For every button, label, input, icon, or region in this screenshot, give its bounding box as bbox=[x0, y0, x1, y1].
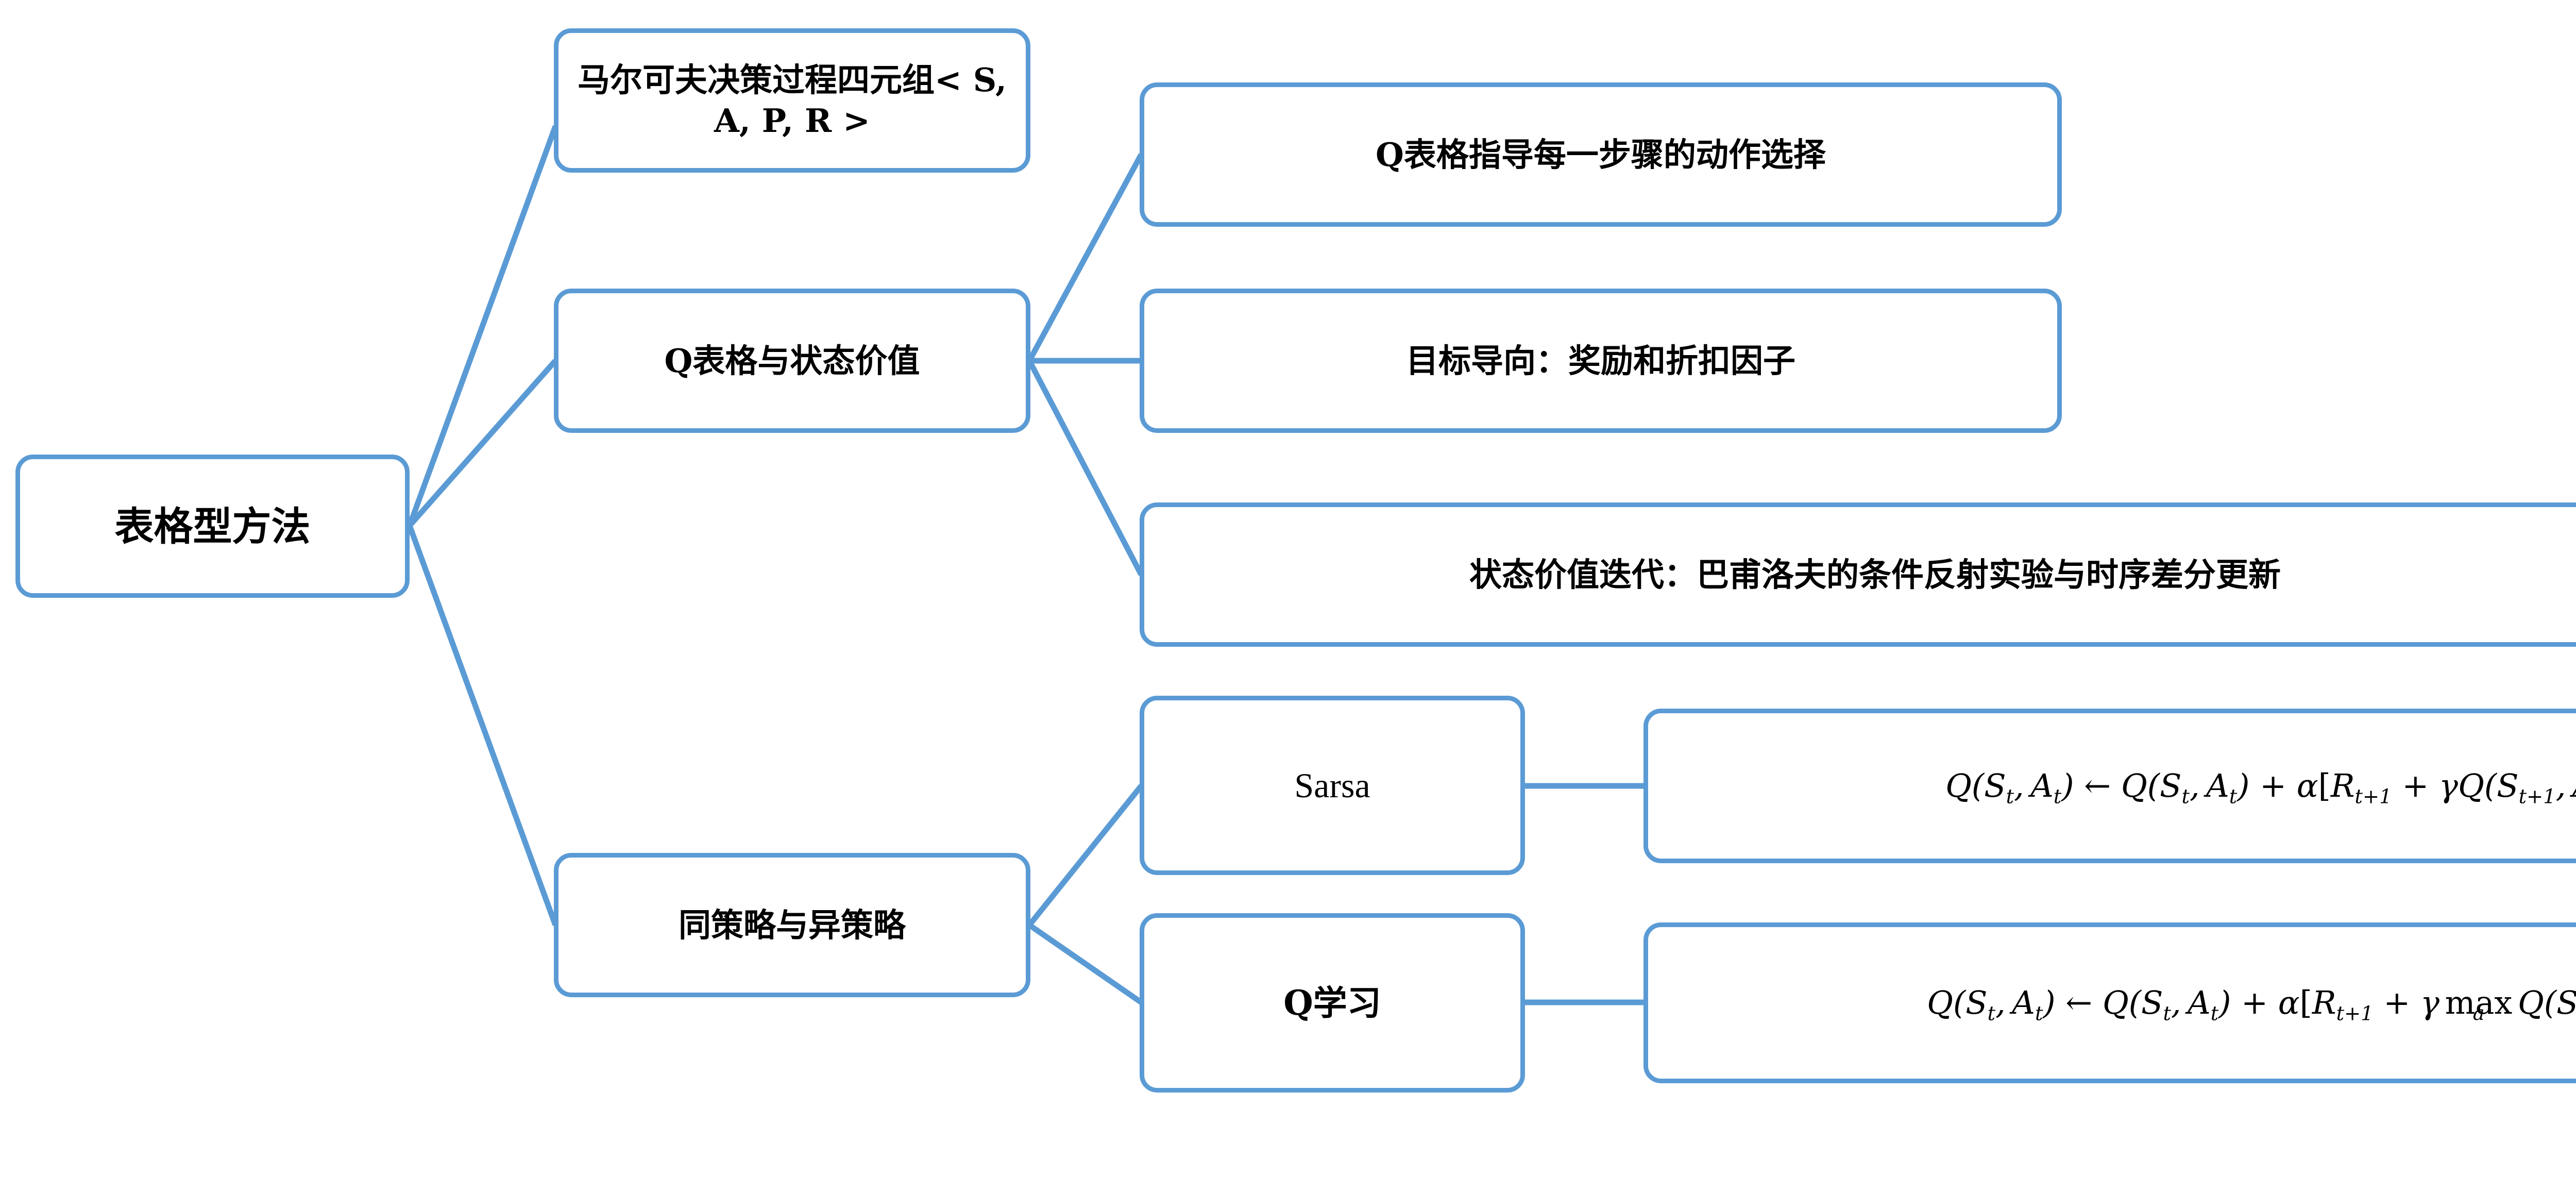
node-goal-label: 目标导向：奖励和折扣因子 bbox=[1406, 341, 1795, 380]
node-sarsa-label: Sarsa bbox=[1294, 765, 1370, 805]
node-mdp-label: 马尔可夫决策过程四元组< S, A, P, R > bbox=[578, 61, 1007, 140]
node-q-table-and-state-value[interactable]: Q表格与状态价值 bbox=[554, 289, 1030, 433]
node-q-table-guides-action-selection[interactable]: Q表格指导每一步骤的动作选择 bbox=[1140, 82, 2062, 227]
edge-qtable-to-guide bbox=[1027, 153, 1144, 362]
node-sarsa[interactable]: Sarsa bbox=[1140, 696, 1525, 875]
node-root-tabular-methods[interactable]: 表格型方法 bbox=[15, 455, 410, 598]
node-on-policy-off-policy[interactable]: 同策略与异策略 bbox=[554, 853, 1030, 997]
edge-qtable-to-iterate bbox=[1027, 359, 1144, 576]
node-goal-oriented-reward-discount[interactable]: 目标导向：奖励和折扣因子 bbox=[1140, 289, 2062, 433]
node-mdp-quadruple[interactable]: 马尔可夫决策过程四元组< S, A, P, R > bbox=[554, 28, 1030, 173]
node-root-label: 表格型方法 bbox=[114, 503, 311, 549]
edge-root-to-mdp bbox=[406, 125, 558, 527]
node-q-learning[interactable]: Q学习 bbox=[1140, 913, 1525, 1093]
node-guide-label: Q表格指导每一步骤的动作选择 bbox=[1376, 135, 1826, 174]
node-qlearn-label: Q学习 bbox=[1283, 982, 1381, 1023]
node-iterate-label: 状态价值迭代：巴甫洛夫的条件反射实验与时序差分更新 bbox=[1469, 555, 2281, 594]
edge-onoffpolicy-to-qlearn bbox=[1027, 922, 1143, 1005]
sarsa-formula-text: Q(St, At) ← Q(St, At) + α[Rt+1 + γQ(St+1… bbox=[1945, 767, 2576, 809]
edge-root-to-onoffpolicy bbox=[406, 525, 558, 926]
node-state-value-iteration-pavlov-td[interactable]: 状态价值迭代：巴甫洛夫的条件反射实验与时序差分更新 bbox=[1140, 502, 2576, 647]
node-sarsa-update-formula[interactable]: Q(St, At) ← Q(St, At) + α[Rt+1 + γQ(St+1… bbox=[1643, 709, 2576, 863]
edge-onoffpolicy-to-sarsa bbox=[1027, 784, 1144, 927]
node-onoffpolicy-label: 同策略与异策略 bbox=[679, 905, 906, 944]
edge-root-to-qtable bbox=[407, 359, 558, 528]
node-qtable-label: Q表格与状态价值 bbox=[664, 341, 920, 380]
